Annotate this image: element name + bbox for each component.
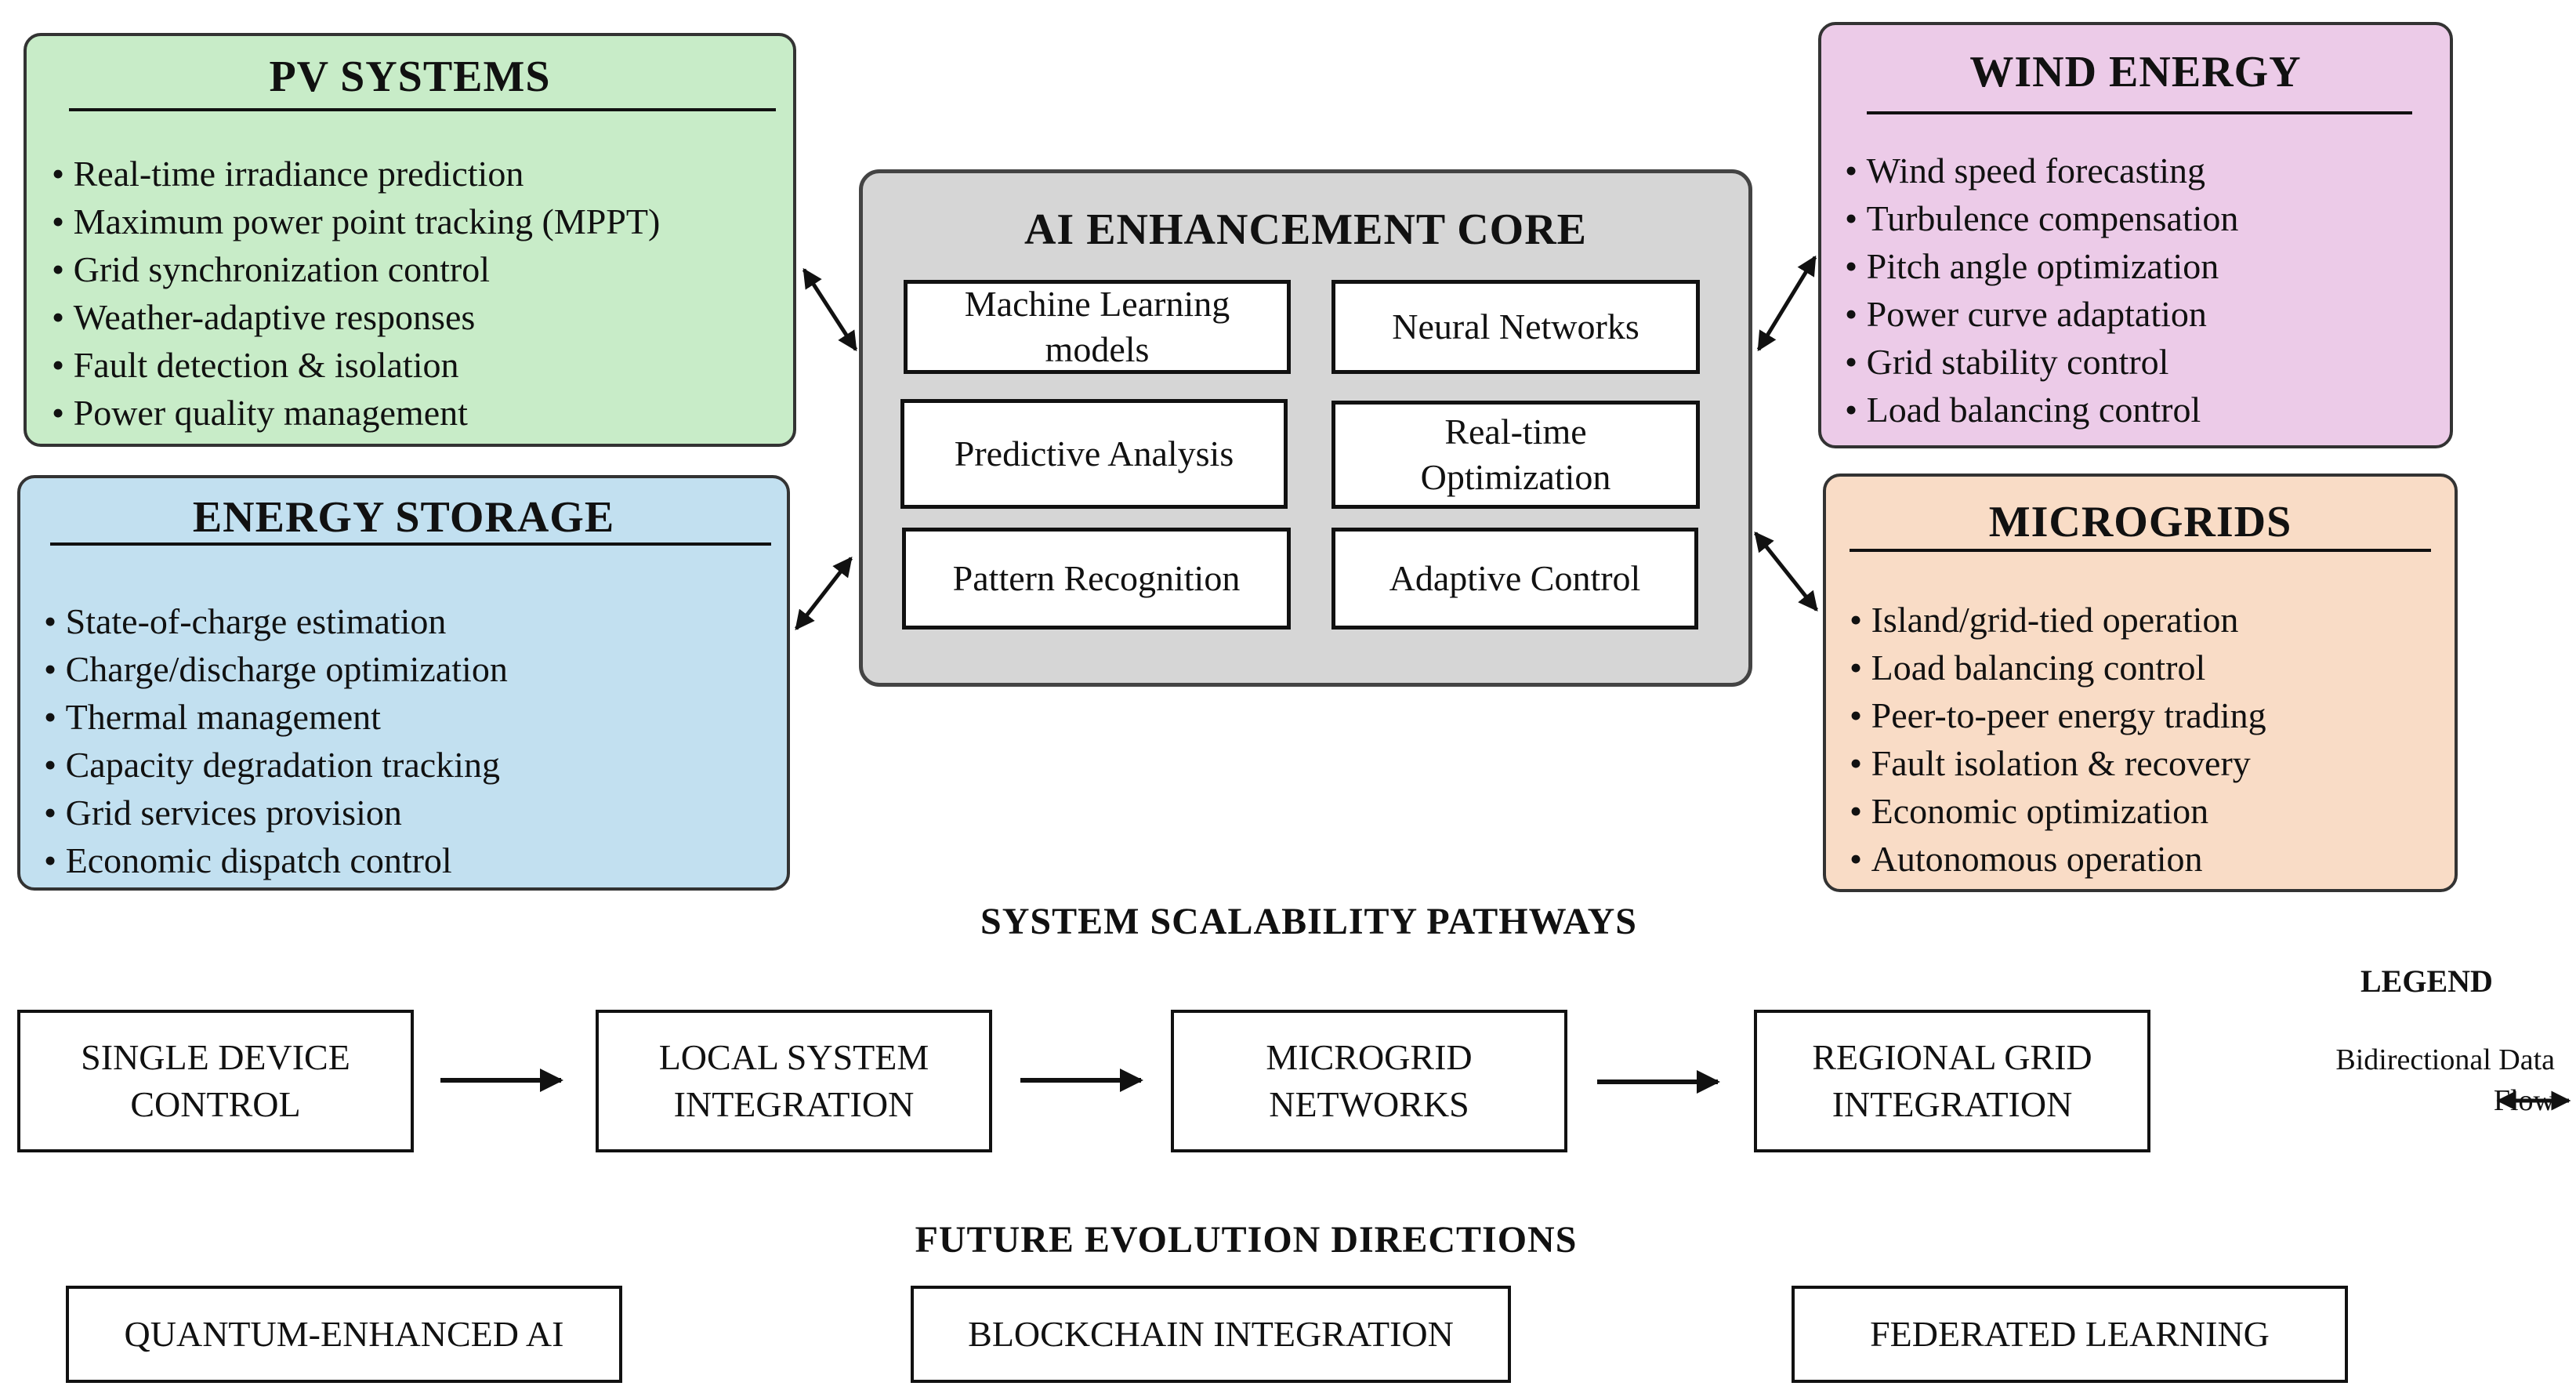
pv-systems-panel: PV SYSTEMS Real-time irradiance predicti… [24, 33, 796, 447]
list-item: Charge/discharge optimization [44, 645, 508, 693]
list-item: State-of-charge estimation [44, 597, 508, 645]
wind-energy-title: WIND ENERGY [1969, 48, 2302, 96]
list-item: Turbulence compensation [1845, 194, 2239, 242]
list-item: Wind speed forecasting [1845, 147, 2238, 194]
list-item: Grid stability control [1845, 338, 2238, 386]
energy-storage-panel: ENERGY STORAGE State-of-charge estimatio… [17, 475, 790, 891]
core-module-machine-learning: Machine Learning models [904, 280, 1291, 374]
wind-energy-panel: WIND ENERGY Wind speed forecasting Turbu… [1818, 22, 2453, 448]
list-item: Weather-adaptive responses [52, 293, 660, 341]
list-item: Capacity degradation tracking [44, 741, 508, 789]
bidirectional-arrow-storage-core [795, 557, 853, 630]
future-item-blockchain: BLOCKCHAIN INTEGRATION [911, 1286, 1511, 1383]
scalability-step-regional-grid: REGIONAL GRID INTEGRATION [1754, 1010, 2150, 1152]
energy-storage-divider [50, 542, 771, 546]
list-item: Maximum power point tracking (MPPT) [52, 198, 661, 245]
list-item: Economic optimization [1850, 787, 2266, 835]
core-module-pattern-recognition: Pattern Recognition [902, 528, 1291, 630]
ai-enhancement-core: AI ENHANCEMENT CORE Machine Learning mod… [859, 169, 1752, 687]
future-item-federated-learning: FEDERATED LEARNING [1792, 1286, 2348, 1383]
list-item: Thermal management [44, 693, 508, 741]
list-item: Island/grid-tied operation [1850, 596, 2266, 644]
microgrids-title: MICROGRIDS [1988, 498, 2292, 546]
list-item: Grid synchronization control [52, 245, 660, 293]
pv-systems-divider [69, 108, 776, 111]
bidirectional-arrow-microgrids-core [1754, 532, 1818, 611]
list-item: Fault isolation & recovery [1850, 739, 2266, 787]
core-module-predictive-analysis: Predictive Analysis [900, 399, 1288, 509]
microgrids-list: Island/grid-tied operation Load balancin… [1850, 596, 2266, 883]
list-item: Grid services provision [44, 789, 508, 836]
microgrids-divider [1850, 549, 2431, 552]
microgrids-panel: MICROGRIDS Island/grid-tied operation Lo… [1823, 474, 2458, 892]
list-item: Load balancing control [1850, 644, 2266, 691]
list-item: Economic dispatch control [44, 836, 508, 884]
list-item: Load balancing control [1845, 386, 2238, 434]
pv-systems-list: Real-time irradiance prediction Maximum … [52, 150, 661, 437]
pv-systems-title: PV SYSTEMS [269, 53, 551, 101]
energy-storage-title: ENERGY STORAGE [192, 493, 615, 542]
list-item: Peer-to-peer energy trading [1850, 691, 2266, 739]
legend-title: LEGEND [2360, 963, 2493, 999]
list-item: Real-time irradiance prediction [52, 150, 660, 198]
future-heading: FUTURE EVOLUTION DIRECTIONS [915, 1219, 1578, 1261]
bidirectional-arrow-wind-core [1756, 255, 1817, 352]
wind-energy-divider [1867, 111, 2412, 114]
scalability-heading: SYSTEM SCALABILITY PATHWAYS [980, 901, 1637, 942]
bidirectional-arrow-pv-core [802, 267, 858, 352]
core-module-realtime-optimization: Real-time Optimization [1331, 401, 1700, 509]
future-item-quantum-ai: QUANTUM-ENHANCED AI [66, 1286, 622, 1383]
scalability-step-single-device: SINGLE DEVICE CONTROL [17, 1010, 414, 1152]
core-module-neural-networks: Neural Networks [1331, 280, 1700, 374]
energy-storage-list: State-of-charge estimation Charge/discha… [44, 597, 508, 884]
list-item: Pitch angle optimization [1845, 242, 2238, 290]
list-item: Fault detection & isolation [52, 341, 660, 389]
ai-core-title: AI ENHANCEMENT CORE [1024, 205, 1588, 254]
scalability-step-local-system: LOCAL SYSTEM INTEGRATION [596, 1010, 992, 1152]
scalability-step-microgrid-networks: MICROGRID NETWORKS [1171, 1010, 1567, 1152]
wind-energy-list: Wind speed forecasting Turbulence compen… [1845, 147, 2239, 434]
list-item: Power quality management [52, 389, 660, 437]
core-module-adaptive-control: Adaptive Control [1331, 528, 1698, 630]
legend-label: Bidirectional Data Flow [2335, 1043, 2555, 1117]
list-item: Autonomous operation [1850, 835, 2266, 883]
list-item: Power curve adaptation [1845, 290, 2238, 338]
